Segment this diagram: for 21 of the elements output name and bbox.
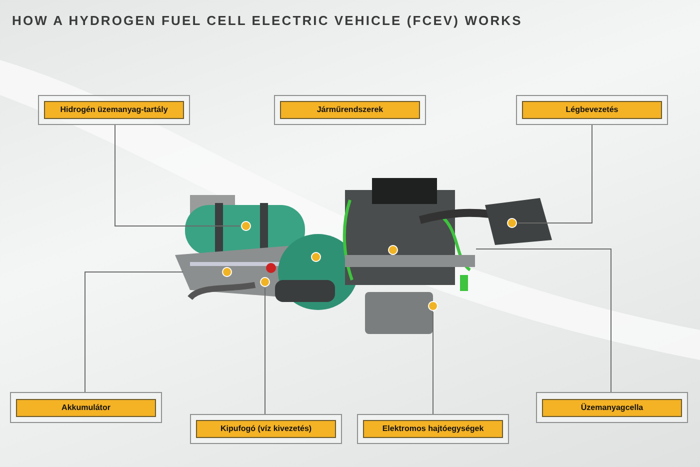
callout-label: Kipufogó (víz kivezetés) bbox=[196, 420, 336, 438]
callout-label: Hidrogén üzemanyag-tartály bbox=[44, 101, 184, 119]
callout-frame bbox=[536, 392, 688, 423]
leader-line bbox=[84, 272, 184, 392]
leader-line bbox=[432, 312, 434, 414]
leader-line bbox=[264, 288, 266, 414]
callout-label: Légbevezetés bbox=[522, 101, 662, 119]
leader-line bbox=[114, 124, 240, 226]
callout-frame bbox=[190, 414, 342, 444]
callout-label: Akkumulátor bbox=[16, 398, 156, 416]
callout-label: Üzemanyagcella bbox=[542, 398, 682, 416]
callout-frame bbox=[357, 414, 509, 444]
leader-line bbox=[476, 248, 612, 392]
callout-frame bbox=[38, 95, 190, 125]
callout-frame bbox=[274, 95, 426, 125]
callout-frame bbox=[516, 95, 668, 125]
callout-label: Járműrendszerek bbox=[280, 101, 420, 119]
diagram-title: HOW A HYDROGEN FUEL CELL ELECTRIC VEHICLE (FCEV) WORKS bbox=[12, 12, 522, 30]
leader-line bbox=[518, 124, 592, 224]
callout-label: Elektromos hajtóegységek bbox=[363, 420, 503, 438]
callout-frame bbox=[10, 392, 162, 423]
